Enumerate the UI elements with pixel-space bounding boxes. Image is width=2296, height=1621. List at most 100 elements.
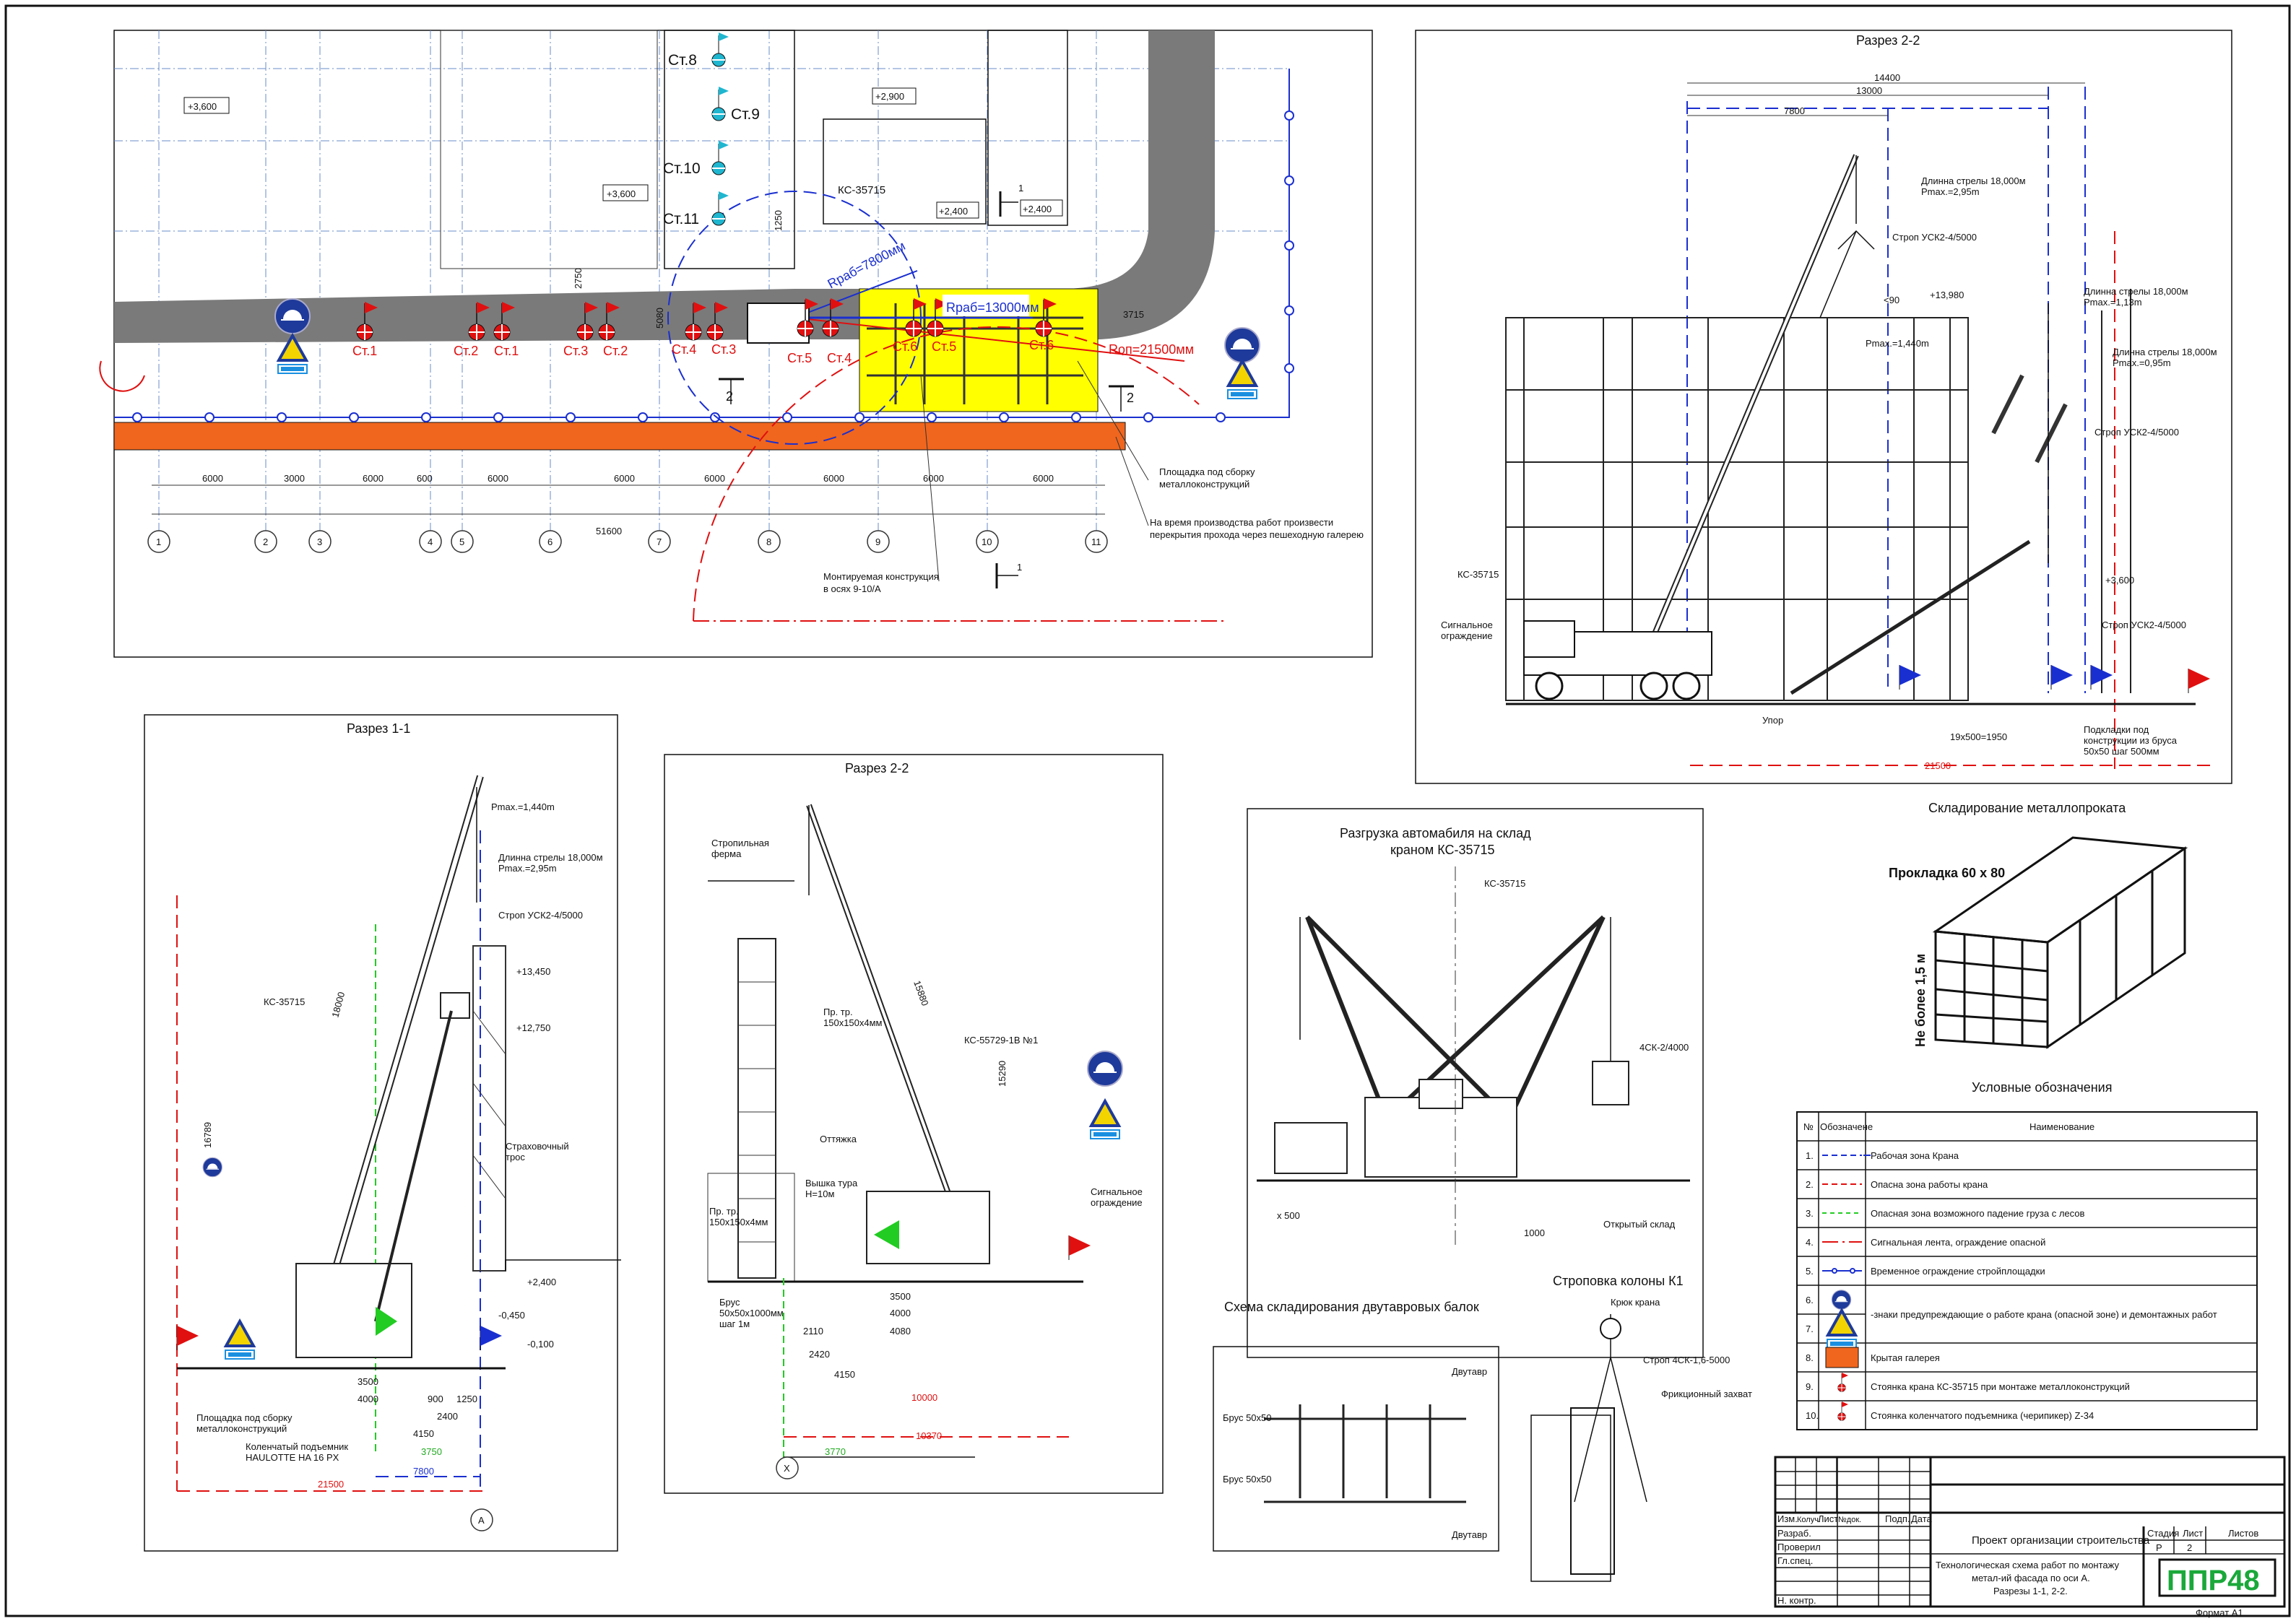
dim-label: 3000 xyxy=(284,473,305,484)
orange-rect-icon xyxy=(1825,1347,1859,1368)
danger-zone-21500 xyxy=(693,326,1200,622)
note-platform: Площадка под сборку xyxy=(1159,466,1255,477)
legend: Условные обозначения № Обозначене Наимен… xyxy=(1796,1080,2258,1430)
tb-col-header: Изм. xyxy=(1777,1513,1798,1524)
axis-label: А xyxy=(478,1515,485,1526)
steel-storage: Складирование металлопроката Прокладка 6… xyxy=(1889,801,2188,1049)
boom-length-label: Длинна стрелы 18,000м xyxy=(2084,286,2188,297)
panel-title: Складирование металлопроката xyxy=(1928,801,2126,815)
tb-role: Проверил xyxy=(1777,1542,1821,1552)
sling-label: Строп УСК2-4/5000 xyxy=(498,910,583,921)
road xyxy=(114,30,1215,343)
dim-label: 6000 xyxy=(202,473,223,484)
danger-radius-label: Rоп=21500мм xyxy=(1109,342,1194,357)
crane-label: КС-55729-1В №1 xyxy=(964,1035,1038,1046)
panel-title: Разгрузка автомабиля на склад xyxy=(1340,826,1531,840)
legend-header: Наименование xyxy=(2029,1121,2094,1132)
note-structure: в осях 9-10/А xyxy=(823,583,881,594)
helmet-sign-icon xyxy=(1224,327,1260,363)
row-text: -знаки предупреждающие о работе крана (о… xyxy=(1871,1309,2217,1320)
total-dim-label: 51600 xyxy=(596,526,622,536)
truss-label: ферма xyxy=(711,848,742,859)
dim-label: 16789 xyxy=(202,1122,213,1148)
dim-label: 19x500=1950 xyxy=(1950,731,2007,742)
row-number: 4. xyxy=(1806,1237,1814,1248)
sheet-description: Разрезы 1-1, 2-2. xyxy=(1993,1586,2068,1596)
site-plan: +3,600 +3,600 +2,900 +2,400 +2,400 КС-35… xyxy=(99,30,1373,658)
dim-label: 6000 xyxy=(823,473,844,484)
tb-role: Гл.спец. xyxy=(1777,1555,1813,1566)
dim-label: 18000 xyxy=(329,991,347,1019)
dim-label: 6000 xyxy=(704,473,725,484)
dim-label: 10000 xyxy=(911,1392,937,1403)
pad-label: Прокладка 60 х 80 xyxy=(1889,866,2005,880)
helmet-sign-icon xyxy=(274,298,311,334)
dim-label: 3715 xyxy=(1123,309,1144,320)
dim-label: 21500 xyxy=(1925,760,1951,771)
note-gallery: На время производства работ произвести xyxy=(1150,517,1333,528)
beam-label: шаг 1м xyxy=(719,1318,750,1329)
panel-title: Схема складирования двутавровых балок xyxy=(1224,1300,1479,1314)
axis-label: 11 xyxy=(1091,536,1101,547)
elevation-label: +13,980 xyxy=(1930,290,1964,300)
station-label: Ст.1 xyxy=(352,344,377,358)
note-platform: металлоконструкций xyxy=(1159,479,1249,490)
row-number: 8. xyxy=(1806,1352,1814,1363)
tb-col-header: №док. xyxy=(1838,1516,1861,1524)
tb-col-header: Лист xyxy=(1818,1513,1838,1524)
dim-label: 3750 xyxy=(421,1446,442,1457)
boom-length-label: Длинна стрелы 18,000м xyxy=(2113,347,2217,357)
tb-role: Разраб. xyxy=(1777,1528,1811,1539)
dim-label: 1000 xyxy=(1524,1227,1545,1238)
title-block: Изм. Колуч. Лист №док. Подп. Дата Разраб… xyxy=(1774,1456,2286,1618)
dim-label: 4150 xyxy=(413,1428,434,1439)
tb-col-header: Дата xyxy=(1911,1513,1933,1524)
section-mark: 1 xyxy=(1017,562,1022,573)
company-logo: ППР48 xyxy=(2167,1565,2260,1596)
section-title: Разрез 1-1 xyxy=(347,721,410,736)
station-label: Ст.8 xyxy=(668,52,697,69)
row-text: Рабочая зона Крана xyxy=(1871,1150,1959,1161)
axis-label: Х xyxy=(784,1463,790,1474)
dim-label: 13000 xyxy=(1856,85,1882,96)
sling-label: Строп 4СК-1,6-5000 xyxy=(1643,1355,1730,1365)
tb-header: Лист xyxy=(2183,1528,2203,1539)
hook-label: Крюк крана xyxy=(1611,1297,1660,1308)
boom-length-label: Длинна стрелы 18,000м xyxy=(498,852,603,863)
panel-title: Строповка колоны К1 xyxy=(1553,1274,1684,1288)
dim-label: 7800 xyxy=(413,1466,434,1477)
max-load-label: Pmax.=1,440m xyxy=(491,801,555,812)
truss-label: Стропильная xyxy=(711,838,769,848)
storage-label: Открытый склад xyxy=(1603,1219,1676,1230)
section-title: Разрез 2-2 xyxy=(1856,33,1920,48)
tb-header: Стадия xyxy=(2147,1528,2179,1539)
section-1-1: Разрез 1-1 Pmax.=1,440m Длинна стрелы 18… xyxy=(144,714,621,1552)
angle-label: <90 xyxy=(1884,295,1899,305)
tower-label: Вышка тура xyxy=(805,1178,858,1188)
elevation-label: +13,450 xyxy=(516,966,550,977)
guy-label: Оттяжка xyxy=(820,1134,857,1144)
elevation-label: +3,600 xyxy=(2105,575,2134,586)
legend-row: 7. xyxy=(1806,1309,1858,1350)
dim-label: 600 xyxy=(417,473,433,484)
pipe-label: 150x150x4мм xyxy=(709,1217,768,1227)
station-label: Ст.4 xyxy=(672,342,696,357)
axis-label: 5 xyxy=(459,536,464,547)
legend-row: 10.Стоянка коленчатого подъемника (черип… xyxy=(1806,1401,2094,1421)
dim-label: 3770 xyxy=(825,1446,846,1457)
row-number: 3. xyxy=(1806,1208,1814,1219)
legend-header: № xyxy=(1803,1121,1814,1132)
pipe-label: Пр. тр. xyxy=(709,1206,739,1217)
crane-ks35715 xyxy=(1523,154,2068,700)
section-title: Разрез 2-2 xyxy=(845,761,909,775)
station-label: Ст.11 xyxy=(663,211,699,227)
pipe-label: 150x150x4мм xyxy=(823,1017,883,1028)
stop-label: Упор xyxy=(1762,715,1783,726)
legend-row: 2.Опасна зона работы крана xyxy=(1806,1179,1988,1190)
tb-header: Листов xyxy=(2228,1528,2258,1539)
dim-label: 14400 xyxy=(1874,72,1900,83)
max-load-label: Pmax.=2,95m xyxy=(498,863,557,874)
sheet-border xyxy=(4,4,2291,1617)
note-gallery: перекрытия прохода через пешеходную гале… xyxy=(1150,529,1364,540)
dim-label: 3500 xyxy=(358,1376,378,1387)
